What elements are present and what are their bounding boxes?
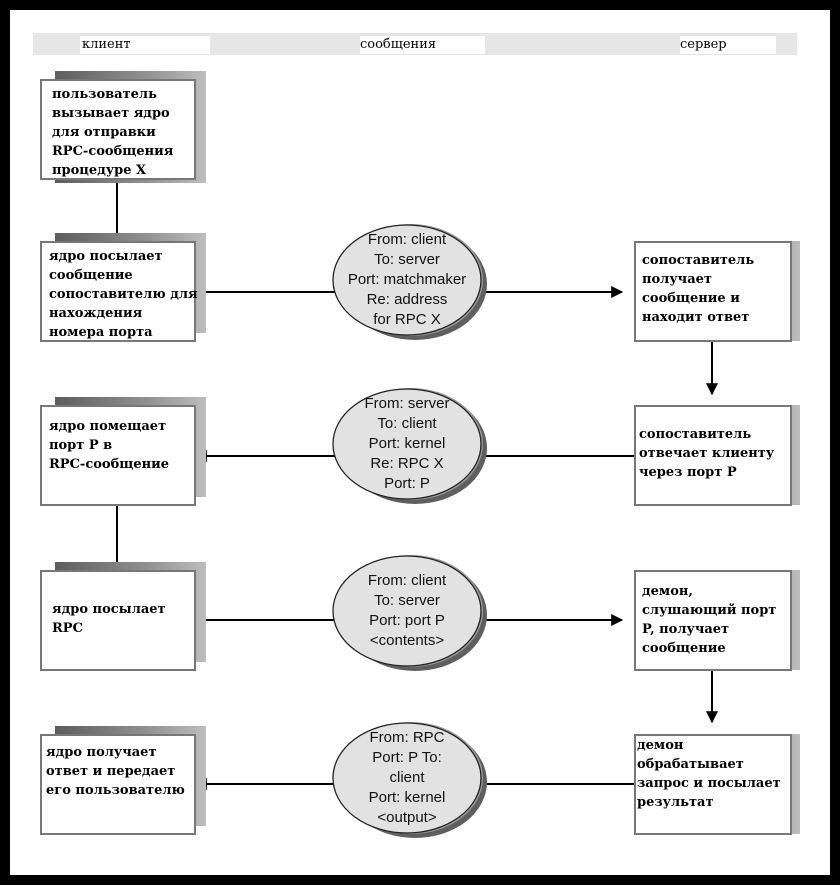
message-ellipse: From: client To: server Port: port P <co… — [332, 555, 492, 675]
message-line: From: RPC — [369, 729, 445, 746]
message-line: From: client — [367, 572, 447, 589]
message-line: Port: P — [384, 475, 430, 492]
message-line: Re: RPC X — [370, 455, 444, 472]
message-ellipse-shape — [332, 224, 487, 340]
message-ellipse: From: server To: client Port: kernel Re:… — [332, 388, 492, 508]
client-step-text: ядро получает ответ и передает его польз… — [46, 745, 185, 798]
message-ellipse: From: RPC Port: P To: client Port: kerne… — [332, 722, 492, 842]
server-step-box: сопоставитель получает сообщение и наход… — [634, 241, 800, 343]
message-ellipse-shape — [332, 388, 487, 504]
server-step-box: демон обрабатывает запрос и посылает рез… — [634, 734, 800, 836]
message-line: To: server — [374, 251, 440, 268]
message-line: client — [389, 769, 425, 786]
header-client-label: клиент — [80, 36, 210, 54]
message-line: Port: matchmaker — [347, 271, 467, 288]
message-line: To: client — [377, 415, 437, 432]
message-line: <output> — [377, 809, 437, 826]
message-line: Port: port P — [369, 612, 445, 629]
client-step-text: ядро помещает порт P в RPC-сообщение — [49, 419, 170, 472]
server-step-box: демон, слушающий порт P, получает сообще… — [634, 570, 800, 672]
message-ellipse-shape — [332, 722, 487, 838]
client-step-box: ядро посылает RPC — [40, 562, 206, 672]
client-step-box: ядро получает ответ и передает его польз… — [40, 726, 206, 836]
message-line: for RPC X — [373, 311, 441, 328]
message-line: Re: address — [366, 291, 448, 308]
client-step-text: ядро посылает сообщение сопоставителю дл… — [49, 249, 198, 340]
server-step-text: демон обрабатывает запрос и посылает рез… — [637, 738, 781, 810]
client-step-text: ядро посылает RPC — [52, 602, 166, 636]
message-line: Port: kernel — [368, 789, 446, 806]
header-server-label: сервер — [680, 36, 776, 54]
server-step-text: демон, слушающий порт P, получает сообще… — [642, 584, 777, 656]
header-messages-label: сообщения — [360, 36, 485, 54]
message-line: To: server — [374, 592, 440, 609]
message-line: <contents> — [369, 632, 445, 649]
server-step-text: сопоставитель отвечает клиенту через пор… — [639, 427, 775, 480]
server-step-box: сопоставитель отвечает клиенту через пор… — [634, 405, 800, 507]
message-line: From: server — [364, 395, 450, 412]
client-step-text: пользователь вызывает ядро для отправки … — [52, 87, 174, 178]
message-line: Port: kernel — [368, 435, 446, 452]
server-step-text: сопоставитель получает сообщение и наход… — [642, 253, 755, 325]
message-line: Port: P To: — [372, 749, 442, 766]
client-step-box: пользователь вызывает ядро для отправки … — [40, 71, 206, 191]
message-line: From: client — [367, 231, 447, 248]
message-ellipse: From: client To: server Port: matchmaker… — [332, 224, 492, 344]
client-step-box: ядро помещает порт P в RPC-сообщение — [40, 397, 206, 507]
client-step-box: ядро посылает сообщение сопоставителю дл… — [40, 233, 206, 343]
message-ellipse-shape — [332, 555, 487, 671]
